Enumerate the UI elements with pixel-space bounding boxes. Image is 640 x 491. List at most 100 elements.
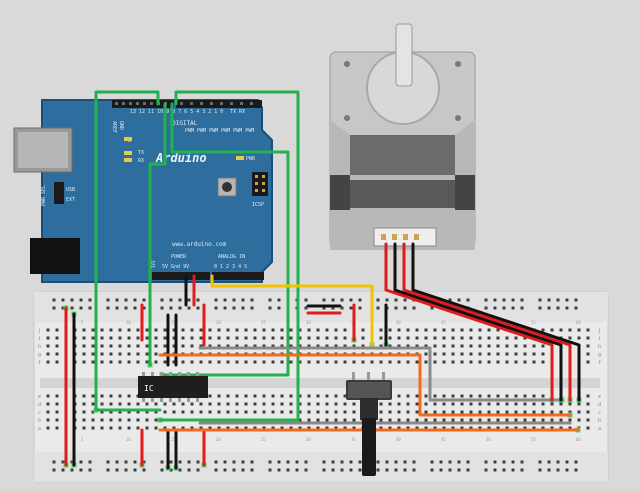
breadboard-hole[interactable] (235, 360, 239, 364)
breadboard-hole[interactable] (505, 352, 509, 356)
breadboard-hole[interactable] (100, 328, 104, 332)
breadboard-hole[interactable] (187, 306, 191, 310)
breadboard-hole[interactable] (124, 298, 128, 302)
breadboard-hole[interactable] (343, 336, 347, 340)
breadboard-hole[interactable] (307, 360, 311, 364)
breadboard-hole[interactable] (460, 344, 464, 348)
breadboard-hole[interactable] (442, 344, 446, 348)
breadboard-hole[interactable] (250, 298, 254, 302)
breadboard-hole[interactable] (460, 402, 464, 406)
breadboard-hole[interactable] (514, 352, 518, 356)
breadboard-hole[interactable] (379, 426, 383, 430)
breadboard-hole[interactable] (136, 328, 140, 332)
breadboard-hole[interactable] (91, 352, 95, 356)
breadboard-hole[interactable] (541, 426, 545, 430)
breadboard-hole[interactable] (361, 336, 365, 340)
breadboard-hole[interactable] (88, 306, 92, 310)
breadboard-hole[interactable] (424, 336, 428, 340)
breadboard-hole[interactable] (241, 306, 245, 310)
breadboard-hole[interactable] (163, 344, 167, 348)
breadboard-hole[interactable] (376, 298, 380, 302)
breadboard-hole[interactable] (322, 460, 326, 464)
motor-wire-red[interactable] (402, 242, 572, 402)
breadboard-hole[interactable] (424, 426, 428, 430)
breadboard-hole[interactable] (277, 468, 281, 472)
breadboard-hole[interactable] (91, 336, 95, 340)
breadboard-hole[interactable] (415, 410, 419, 414)
breadboard-hole[interactable] (70, 298, 74, 302)
breadboard-hole[interactable] (514, 394, 518, 398)
breadboard-hole[interactable] (109, 352, 113, 356)
breadboard-hole[interactable] (136, 336, 140, 340)
breadboard-hole[interactable] (568, 426, 572, 430)
breadboard-hole[interactable] (541, 328, 545, 332)
breadboard-hole[interactable] (145, 360, 149, 364)
breadboard-hole[interactable] (538, 460, 542, 464)
breadboard-hole[interactable] (262, 410, 266, 414)
motor-wire-black[interactable] (393, 242, 563, 402)
breadboard-hole[interactable] (307, 344, 311, 348)
breadboard-hole[interactable] (532, 344, 536, 348)
breadboard-hole[interactable] (217, 426, 221, 430)
breadboard-hole[interactable] (136, 418, 140, 422)
breadboard-hole[interactable] (295, 460, 299, 464)
breadboard-hole[interactable] (469, 426, 473, 430)
breadboard-hole[interactable] (109, 418, 113, 422)
breadboard-hole[interactable] (541, 394, 545, 398)
breadboard-hole[interactable] (469, 418, 473, 422)
breadboard-hole[interactable] (208, 360, 212, 364)
breadboard-hole[interactable] (415, 344, 419, 348)
breadboard-hole[interactable] (208, 336, 212, 340)
breadboard-hole[interactable] (412, 468, 416, 472)
breadboard-hole[interactable] (316, 410, 320, 414)
breadboard-hole[interactable] (514, 360, 518, 364)
breadboard-hole[interactable] (586, 352, 590, 356)
breadboard-hole[interactable] (280, 426, 284, 430)
breadboard-hole[interactable] (343, 410, 347, 414)
breadboard-hole[interactable] (100, 352, 104, 356)
breadboard-hole[interactable] (559, 410, 563, 414)
breadboard-hole[interactable] (577, 418, 581, 422)
breadboard-hole[interactable] (379, 328, 383, 332)
breadboard-hole[interactable] (307, 410, 311, 414)
breadboard-hole[interactable] (433, 410, 437, 414)
breadboard-hole[interactable] (532, 394, 536, 398)
breadboard-hole[interactable] (82, 344, 86, 348)
breadboard-hole[interactable] (385, 298, 389, 302)
breadboard-hole[interactable] (127, 394, 131, 398)
breadboard-hole[interactable] (307, 402, 311, 406)
breadboard-hole[interactable] (181, 426, 185, 430)
breadboard-hole[interactable] (586, 328, 590, 332)
breadboard-hole[interactable] (316, 336, 320, 340)
breadboard-hole[interactable] (496, 418, 500, 422)
breadboard-hole[interactable] (208, 328, 212, 332)
breadboard-hole[interactable] (298, 394, 302, 398)
breadboard-hole[interactable] (181, 328, 185, 332)
breadboard-hole[interactable] (271, 394, 275, 398)
breadboard-hole[interactable] (109, 402, 113, 406)
breadboard-hole[interactable] (505, 402, 509, 406)
breadboard-hole[interactable] (82, 352, 86, 356)
breadboard-hole[interactable] (118, 336, 122, 340)
breadboard-hole[interactable] (52, 460, 56, 464)
breadboard-hole[interactable] (358, 468, 362, 472)
breadboard-hole[interactable] (376, 460, 380, 464)
breadboard-hole[interactable] (154, 336, 158, 340)
breadboard-hole[interactable] (514, 410, 518, 414)
breadboard-hole[interactable] (559, 418, 563, 422)
breadboard-hole[interactable] (505, 418, 509, 422)
breadboard-hole[interactable] (379, 360, 383, 364)
breadboard-hole[interactable] (244, 336, 248, 340)
breadboard-hole[interactable] (223, 306, 227, 310)
breadboard-hole[interactable] (550, 402, 554, 406)
breadboard-hole[interactable] (556, 298, 560, 302)
breadboard-hole[interactable] (217, 360, 221, 364)
breadboard-hole[interactable] (388, 336, 392, 340)
breadboard-hole[interactable] (379, 336, 383, 340)
breadboard-hole[interactable] (145, 418, 149, 422)
breadboard-hole[interactable] (61, 306, 65, 310)
breadboard-hole[interactable] (478, 360, 482, 364)
breadboard-hole[interactable] (406, 344, 410, 348)
breadboard-hole[interactable] (493, 460, 497, 464)
breadboard-hole[interactable] (451, 394, 455, 398)
